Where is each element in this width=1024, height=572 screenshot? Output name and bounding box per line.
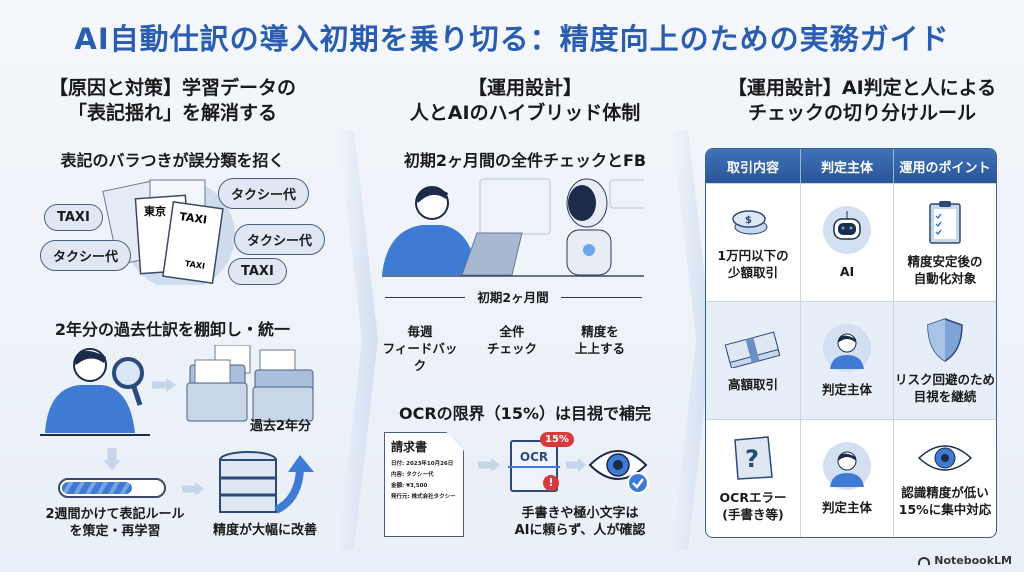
clipboard-check-icon xyxy=(929,200,961,244)
doc-label: TAXI xyxy=(184,259,205,271)
coins-icon: $ xyxy=(732,209,768,234)
invoice-line: 発行元: 株式会社タクシー xyxy=(391,494,456,500)
column-header: 判定主体 xyxy=(801,149,894,183)
human-ai-illustration xyxy=(382,178,644,277)
arrow-right-icon xyxy=(152,378,176,392)
timeline-label: 初期2ヶ月間 xyxy=(465,289,561,306)
doc-label: TAXI xyxy=(179,210,208,227)
section-subtitle: 初期2ヶ月間の全件チェックとFB xyxy=(403,151,647,170)
brand-logo: NotebookLM xyxy=(918,554,1012,567)
page-title: AI自動仕訳の導入初期を乗り切る：精度向上のための実務ガイド xyxy=(74,22,950,56)
table-row: 高額取引 判定主体 リスク回避のため目視を継続 xyxy=(706,301,996,419)
arrow-right-icon xyxy=(182,482,204,496)
notebooklm-icon xyxy=(918,556,931,565)
step-item: 精度を上上する xyxy=(574,324,625,356)
section-subtitle: OCRの限界（15%）は目視で補完 xyxy=(399,404,651,423)
invoice-line: 金額: ¥3,500 xyxy=(391,483,428,489)
chevron-divider xyxy=(338,130,378,550)
person-icon xyxy=(823,324,871,372)
folders-label: 過去2年分 xyxy=(250,419,312,434)
speech-bubble: タクシー代 xyxy=(218,178,310,209)
invoice-line: 内容: タクシー代 xyxy=(391,472,434,478)
ocr-scan-icon: OCR xyxy=(508,440,560,492)
column-heading: 【原因と対策】学習データの xyxy=(48,77,296,99)
column-heading: 【運用設計】AI判定と人による xyxy=(727,77,997,99)
column-heading: チェックの切り分けルール xyxy=(747,102,976,124)
shield-icon xyxy=(927,317,963,362)
rules-table: 取引内容 判定主体 運用のポイント $1万円以下の少額取引 AI 精度安定後の自… xyxy=(705,148,997,538)
folders-icon xyxy=(186,345,314,422)
progress-bar xyxy=(58,478,166,498)
ocr-note: AIに頼らず、人が確認 xyxy=(514,523,646,538)
column-heading: 人とAIのハイブリッド体制 xyxy=(409,102,641,124)
eye-check-icon xyxy=(588,450,649,494)
question-doc-icon: ? xyxy=(734,435,773,480)
speech-bubble: TAXI xyxy=(44,204,103,231)
person-magnifier-icon xyxy=(40,348,150,436)
section-subtitle: 表記のバラつきが誤分類を招く xyxy=(60,151,285,170)
step-item: 毎週フィードバック xyxy=(382,324,458,373)
doc-label: 東京 xyxy=(144,204,166,218)
svg-text:$: $ xyxy=(745,215,752,226)
svg-text:?: ? xyxy=(745,445,759,473)
eye-icon xyxy=(917,444,973,471)
person-icon xyxy=(823,442,871,490)
cash-stack-icon xyxy=(724,331,781,368)
database-growth-icon xyxy=(219,451,314,514)
section-subtitle: 2年分の過去仕訳を棚卸し・統一 xyxy=(54,320,291,339)
db-label: 精度が大幅に改善 xyxy=(212,523,317,538)
invoice-line: 日付: 2023年10月26日 xyxy=(391,461,454,467)
table-row: $1万円以下の少額取引 AI 精度安定後の自動化対象 xyxy=(706,183,996,301)
invoice-document: 請求書 日付: 2023年10月26日 内容: タクシー代 金額: ¥3,500… xyxy=(384,432,464,537)
progress-label: を策定・再学習 xyxy=(69,524,161,539)
documents-icon: 東京 TAXI TAXI xyxy=(102,179,235,285)
arrow-right-icon xyxy=(566,458,586,472)
arrow-right-icon xyxy=(478,458,500,472)
step-item: 全件チェック xyxy=(486,324,537,356)
column-heading: 【運用設計】 xyxy=(467,77,582,99)
column-heading: 「表記揺れ」を解消する xyxy=(67,102,277,124)
column-header: 取引内容 xyxy=(706,149,801,183)
progress-label: 2週間かけて表記ルール xyxy=(45,507,185,522)
arrow-down-icon xyxy=(103,448,121,470)
alert-icon: ! xyxy=(543,475,559,491)
speech-bubble: TAXI xyxy=(228,258,287,285)
progress-fill xyxy=(62,482,132,494)
speech-bubble: タクシー代 xyxy=(40,240,132,271)
column-header: 運用のポイント xyxy=(894,149,996,183)
ocr-note: 手書きや極小文字は xyxy=(521,506,639,521)
robot-icon xyxy=(823,206,871,254)
ocr-rate-badge: 15% xyxy=(540,432,574,447)
speech-bubble: タクシー代 xyxy=(234,224,326,255)
invoice-title: 請求書 xyxy=(391,440,428,454)
